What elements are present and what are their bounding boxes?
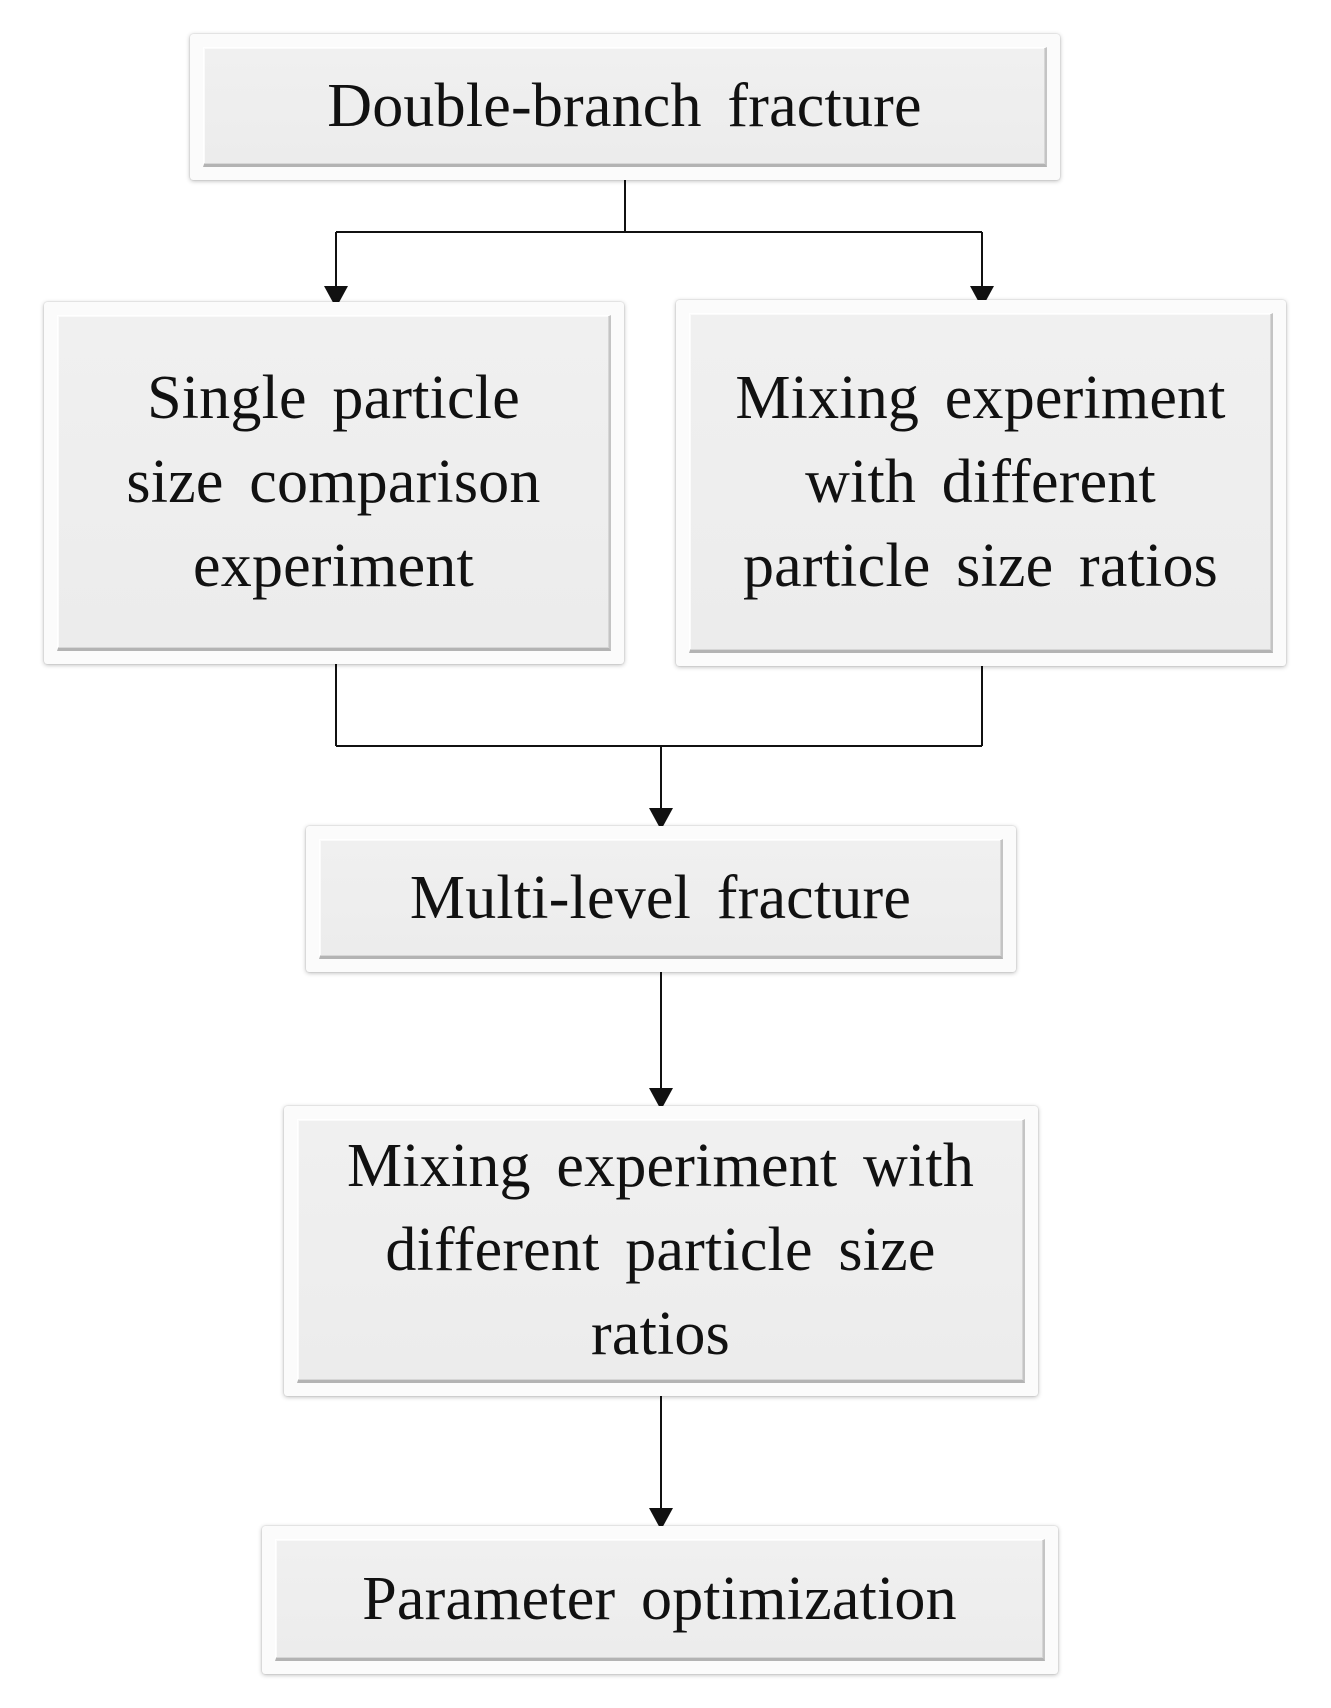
node-mixing-experiment-top: Mixing experiment with different particl… bbox=[676, 300, 1286, 666]
node-label: Double-branch fracture bbox=[327, 72, 922, 140]
arrow-to-mixing-top bbox=[970, 286, 994, 308]
arrow-to-mixing-bottom bbox=[649, 1088, 673, 1110]
node-single-particle-size-comparison: Single particle size comparison experime… bbox=[44, 302, 624, 664]
node-mixing-experiment-top-face: Mixing experiment with different particl… bbox=[689, 313, 1273, 653]
node-mixing-experiment-bottom: Mixing experiment with different particl… bbox=[284, 1106, 1038, 1396]
node-label: Single particle size comparison experime… bbox=[126, 364, 541, 600]
arrow-to-multi-level bbox=[649, 808, 673, 830]
node-label: Multi-level fracture bbox=[409, 864, 912, 932]
node-label: Mixing experiment with different particl… bbox=[735, 364, 1226, 600]
node-parameter-optimization-face: Parameter optimization bbox=[275, 1539, 1045, 1661]
node-double-branch-fracture-face: Double-branch fracture bbox=[203, 47, 1047, 167]
edge-branches-to-multi-level bbox=[335, 656, 983, 810]
node-mixing-experiment-bottom-face: Mixing experiment with different particl… bbox=[297, 1119, 1025, 1383]
node-multi-level-fracture: Multi-level fracture bbox=[306, 826, 1016, 972]
arrow-to-parameter bbox=[649, 1508, 673, 1530]
node-multi-level-fracture-face: Multi-level fracture bbox=[319, 839, 1003, 959]
node-label: Mixing experiment with different particl… bbox=[346, 1132, 975, 1368]
node-single-particle-size-comparison-face: Single particle size comparison experime… bbox=[57, 315, 611, 651]
arrow-to-single-particle bbox=[324, 286, 348, 308]
node-label: Parameter optimization bbox=[362, 1565, 957, 1633]
node-double-branch-fracture: Double-branch fracture bbox=[190, 34, 1060, 180]
edge-double-branch-to-branches bbox=[336, 170, 982, 233]
node-parameter-optimization: Parameter optimization bbox=[262, 1526, 1058, 1674]
